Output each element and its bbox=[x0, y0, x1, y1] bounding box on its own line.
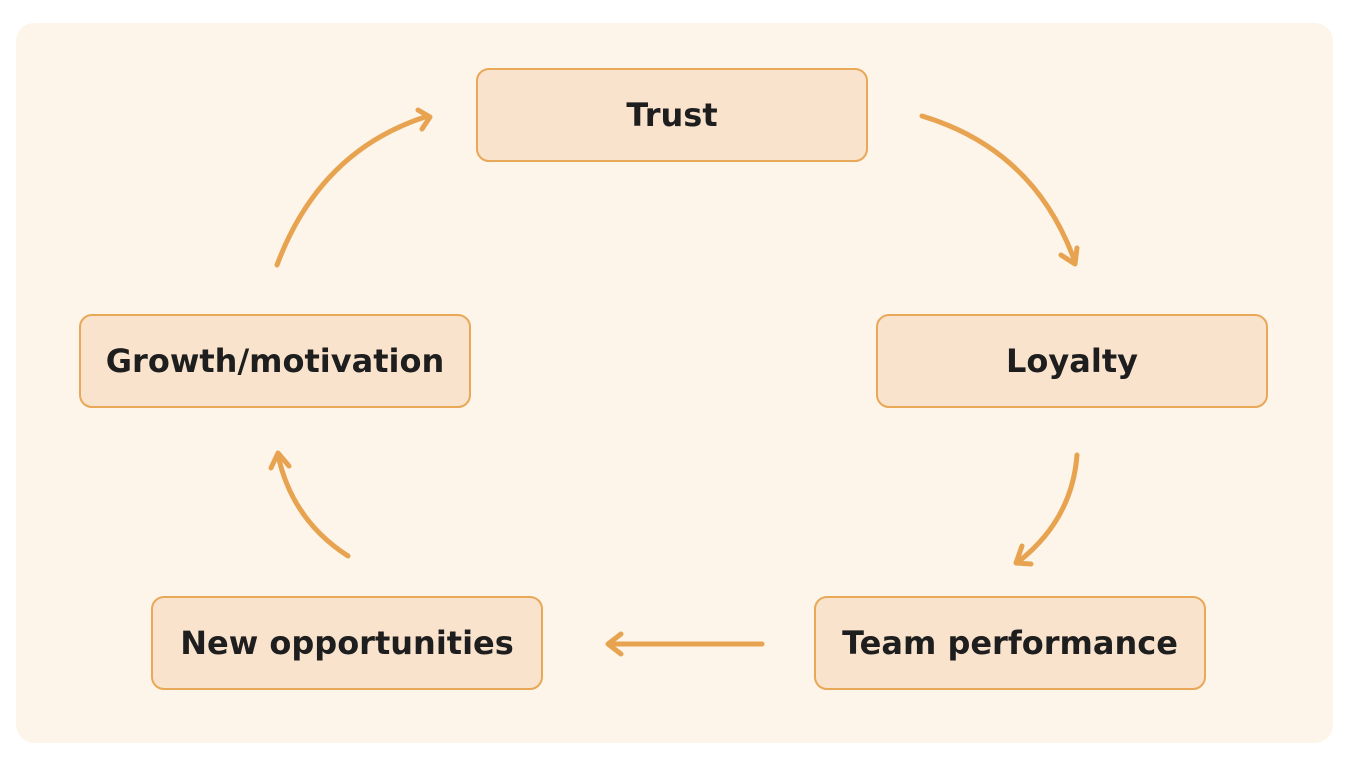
node-label-trust: Trust bbox=[626, 96, 718, 134]
node-label-growth-motivation: Growth/motivation bbox=[105, 342, 445, 380]
node-label-new-opportunities: New opportunities bbox=[180, 624, 514, 662]
node-label-team-performance: Team performance bbox=[842, 624, 1178, 662]
node-trust: Trust bbox=[476, 68, 868, 162]
node-growth-motivation: Growth/motivation bbox=[79, 314, 471, 408]
node-team-performance: Team performance bbox=[814, 596, 1206, 690]
node-loyalty: Loyalty bbox=[876, 314, 1268, 408]
node-new-opportunities: New opportunities bbox=[151, 596, 543, 690]
node-label-loyalty: Loyalty bbox=[1006, 342, 1138, 380]
